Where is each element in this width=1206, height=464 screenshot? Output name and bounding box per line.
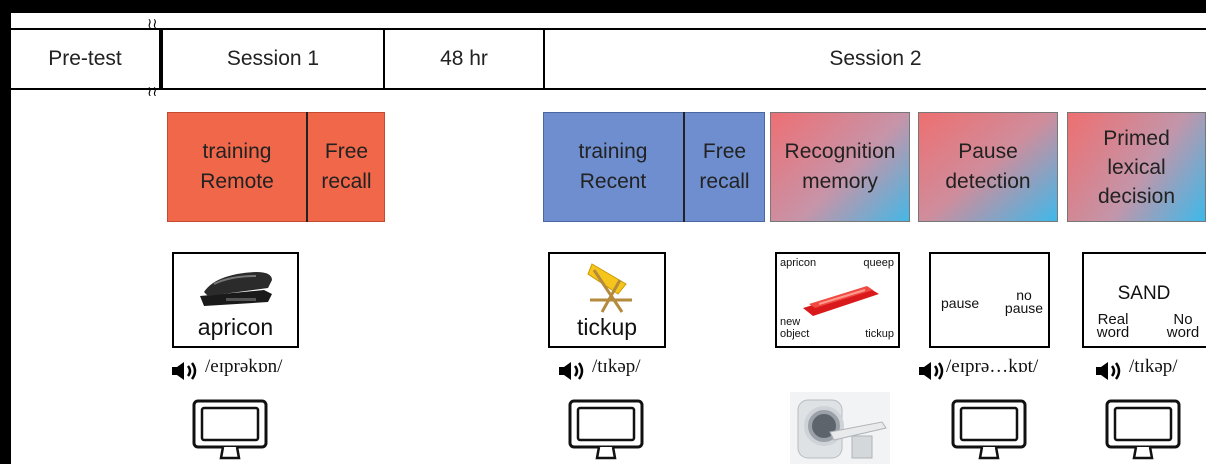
- task-primed-lexical-decision: Primed lexical decision: [1067, 112, 1206, 222]
- phonetic-pause: /eɪprə…kɒt/: [946, 356, 1039, 377]
- phonetic-recent: /tɪkəp/: [592, 356, 641, 377]
- option-no-pause-line1: no: [1016, 287, 1032, 303]
- option-no-word-line1: No: [1173, 311, 1193, 328]
- task-training-remote: training Remote: [200, 140, 274, 193]
- frame-top-border: [0, 0, 1206, 13]
- frame-left-border: [0, 0, 11, 464]
- prime-word: SAND: [1117, 283, 1171, 304]
- speaker-icon: [1096, 362, 1121, 380]
- stimulus-remote: apricon: [172, 252, 299, 348]
- option-new-object-line2: object: [780, 328, 810, 340]
- phonetic-lexical: /tɪkəp/: [1129, 356, 1178, 377]
- timeline-pretest: Pre-test: [11, 28, 161, 90]
- deck-chair-icon: [587, 263, 632, 313]
- stimulus-recognition: apricon queep new object tickup: [775, 252, 900, 348]
- option-real-word-line2: word: [1096, 324, 1130, 341]
- monitor-icon: [1105, 399, 1181, 460]
- timeline-session1: Session 1: [161, 28, 385, 90]
- option-real-word-line1: Real: [1097, 311, 1129, 328]
- mri-scanner-icon: [790, 392, 890, 464]
- phonetic-remote: /eɪprəkɒn/: [205, 356, 283, 377]
- task-free-recall-2: Free recall: [699, 140, 750, 193]
- timeline-session2: Session 2: [545, 28, 1206, 90]
- stimulus-word: tickup: [576, 314, 638, 340]
- time-break-icon: ≀≀: [147, 15, 158, 31]
- monitor-icon: [951, 399, 1027, 460]
- stimulus-recent: tickup: [548, 252, 666, 348]
- option-no-word-line2: word: [1166, 324, 1200, 341]
- stapler-icon: [803, 286, 879, 316]
- task-pause-detection: Pause detection: [918, 112, 1058, 222]
- stimulus-pause: pause no pause: [929, 252, 1050, 348]
- option-no-pause-line2: pause: [1004, 300, 1044, 316]
- session2-training-block: [543, 112, 765, 222]
- timeline-gap: 48 hr: [385, 28, 545, 90]
- option-new-word: queep: [863, 257, 894, 269]
- speaker-icon: [559, 362, 584, 380]
- session1-task-block: [167, 112, 385, 222]
- option-old-word: apricon: [780, 257, 817, 269]
- monitor-icon: [192, 399, 268, 460]
- task-free-recall-1: Free recall: [321, 140, 372, 193]
- task-divider: [306, 112, 308, 222]
- option-pause: pause: [941, 295, 980, 311]
- time-break-icon: ≀≀: [147, 83, 158, 99]
- stimulus-lexical: SAND Real word No word: [1082, 252, 1206, 348]
- stimulus-word: apricon: [197, 314, 274, 340]
- stapler-icon: [200, 272, 272, 306]
- option-new-object-line1: new: [780, 316, 801, 328]
- option-recent-word: tickup: [865, 328, 894, 340]
- speaker-icon: [172, 362, 197, 380]
- task-recognition-memory: Recognition memory: [770, 112, 910, 222]
- task-divider: [683, 112, 685, 222]
- speaker-icon: [919, 362, 944, 380]
- task-training-recent: training Recent: [578, 140, 648, 193]
- monitor-icon: [568, 399, 644, 460]
